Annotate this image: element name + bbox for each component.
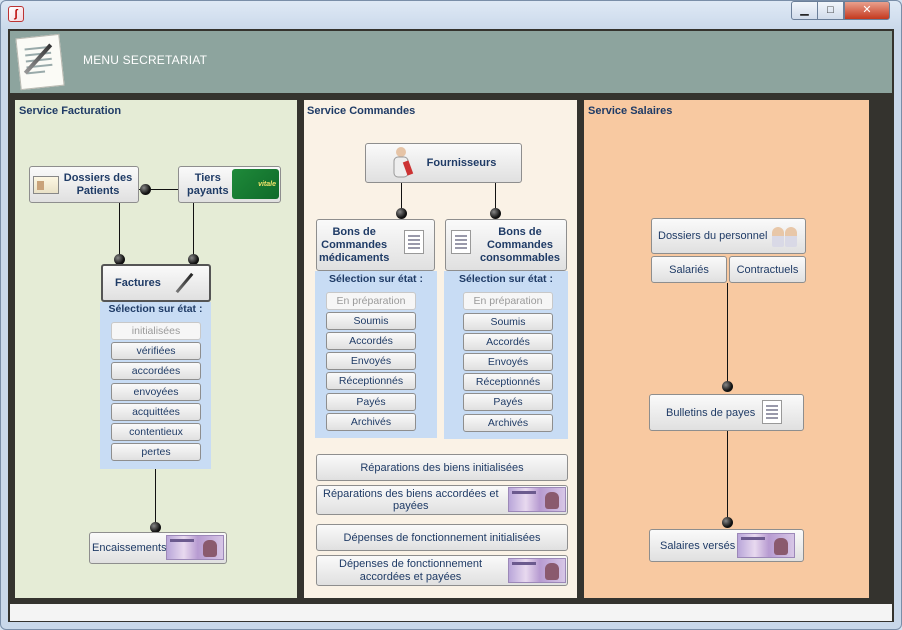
staff-icon — [770, 223, 800, 247]
connector-dot — [722, 381, 733, 392]
minimize-button[interactable]: ▁ — [791, 1, 818, 20]
depenses-initialisees-button[interactable]: Dépenses de fonctionnement initialisées — [316, 524, 568, 551]
salaries-label: Salariés — [669, 263, 709, 276]
connector — [727, 283, 728, 386]
commandes-title: Service Commandes — [307, 105, 416, 117]
state-envoyees[interactable]: envoyées — [111, 383, 201, 401]
contractuels-button[interactable]: Contractuels — [729, 256, 806, 283]
state-pertes[interactable]: pertes — [111, 443, 201, 461]
med-state-receptionnes[interactable]: Réceptionnés — [326, 372, 416, 390]
bons-medicaments-label: Bons de Commandes médicaments — [319, 225, 390, 264]
med-state-accordes[interactable]: Accordés — [326, 332, 416, 350]
connector-dot — [150, 522, 161, 533]
factures-button[interactable]: Factures — [101, 264, 211, 302]
banknote-icon — [508, 487, 566, 512]
encaissements-label: Encaissements — [92, 542, 167, 554]
cons-state-accordes[interactable]: Accordés — [463, 333, 553, 351]
order-form-icon — [451, 230, 471, 254]
salaires-panel — [584, 100, 869, 598]
cons-state-payes[interactable]: Payés — [463, 393, 553, 411]
document-icon — [15, 33, 65, 91]
contractuels-label: Contractuels — [736, 263, 799, 276]
reparations-accordees-label: Réparations des biens accordées et payée… — [323, 488, 499, 512]
bulletins-payes-label: Bulletins de payes — [666, 406, 756, 419]
selection-label: Sélection sur état : — [329, 273, 423, 285]
salaires-verses-label: Salaires versés — [660, 539, 736, 552]
state-acquittees[interactable]: acquittées — [111, 403, 201, 421]
cons-state-envoyes[interactable]: Envoyés — [463, 353, 553, 371]
order-form-icon — [404, 230, 424, 254]
connector — [495, 183, 496, 213]
fournisseurs-button[interactable]: Fournisseurs — [365, 143, 522, 183]
tiers-payants-label: Tiers payants — [187, 171, 229, 197]
connector — [155, 469, 156, 527]
connector — [193, 203, 194, 259]
depenses-initialisees-label: Dépenses de fonctionnement initialisées — [343, 531, 541, 544]
payslip-icon — [762, 400, 782, 424]
selection-label: Sélection sur état : — [459, 273, 553, 285]
cons-state-soumis[interactable]: Soumis — [463, 313, 553, 331]
connector-dot — [490, 208, 501, 219]
dossiers-patients-label: Dossiers des Patients — [63, 171, 133, 197]
med-state-archives[interactable]: Archivés — [326, 413, 416, 431]
selection-label: Sélection sur état : — [108, 303, 203, 315]
header-bar — [10, 31, 892, 93]
vitale-card-text: vitale — [258, 181, 276, 188]
state-contentieux[interactable]: contentieux — [111, 423, 201, 441]
state-verifiees[interactable]: vérifiées — [111, 342, 201, 360]
facturation-title: Service Facturation — [19, 105, 122, 117]
connector — [139, 189, 178, 190]
cons-state-receptionnes[interactable]: Réceptionnés — [463, 373, 553, 391]
cons-state-archives[interactable]: Archivés — [463, 414, 553, 432]
state-accordees[interactable]: accordées — [111, 362, 201, 380]
cons-state-en-preparation[interactable]: En préparation — [463, 292, 553, 310]
maximize-button[interactable]: □ — [817, 1, 844, 20]
id-card-icon — [33, 176, 59, 194]
banknote-icon — [737, 533, 795, 558]
page-title: MENU SECRETARIAT — [83, 53, 208, 67]
banknote-icon — [508, 558, 566, 583]
dossiers-personnel-button[interactable]: Dossiers du personnel — [651, 218, 806, 254]
depenses-accordees-label: Dépenses de fonctionnement accordées et … — [339, 557, 483, 583]
banknote-icon — [166, 535, 224, 560]
connector-dot — [722, 517, 733, 528]
connector-dot — [188, 254, 199, 265]
connector-dot — [140, 184, 151, 195]
salaries-button[interactable]: Salariés — [651, 256, 727, 283]
reparations-initialisees-button[interactable]: Réparations des biens initialisées — [316, 454, 568, 481]
status-bar — [10, 604, 892, 621]
med-state-soumis[interactable]: Soumis — [326, 312, 416, 330]
connector — [119, 203, 120, 259]
med-state-payes[interactable]: Payés — [326, 393, 416, 411]
dossiers-personnel-label: Dossiers du personnel — [658, 230, 768, 242]
factures-label: Factures — [115, 277, 161, 289]
connector — [401, 183, 402, 213]
med-state-envoyes[interactable]: Envoyés — [326, 352, 416, 370]
connector — [727, 431, 728, 522]
supplier-person-icon — [393, 147, 414, 178]
connector-dot — [114, 254, 125, 265]
state-initialisees[interactable]: initialisées — [111, 322, 201, 340]
bons-consommables-label: Bons de Commandes consommables — [479, 225, 561, 264]
close-button[interactable]: ✕ — [844, 1, 890, 20]
salaires-title: Service Salaires — [588, 105, 673, 117]
vitale-card-icon: vitale — [232, 169, 279, 199]
reparations-initialisees-label: Réparations des biens initialisées — [360, 461, 524, 474]
connector-dot — [396, 208, 407, 219]
fournisseurs-label: Fournisseurs — [426, 157, 497, 169]
app-icon: ʃ — [8, 6, 24, 22]
med-state-en-preparation[interactable]: En préparation — [326, 292, 416, 310]
